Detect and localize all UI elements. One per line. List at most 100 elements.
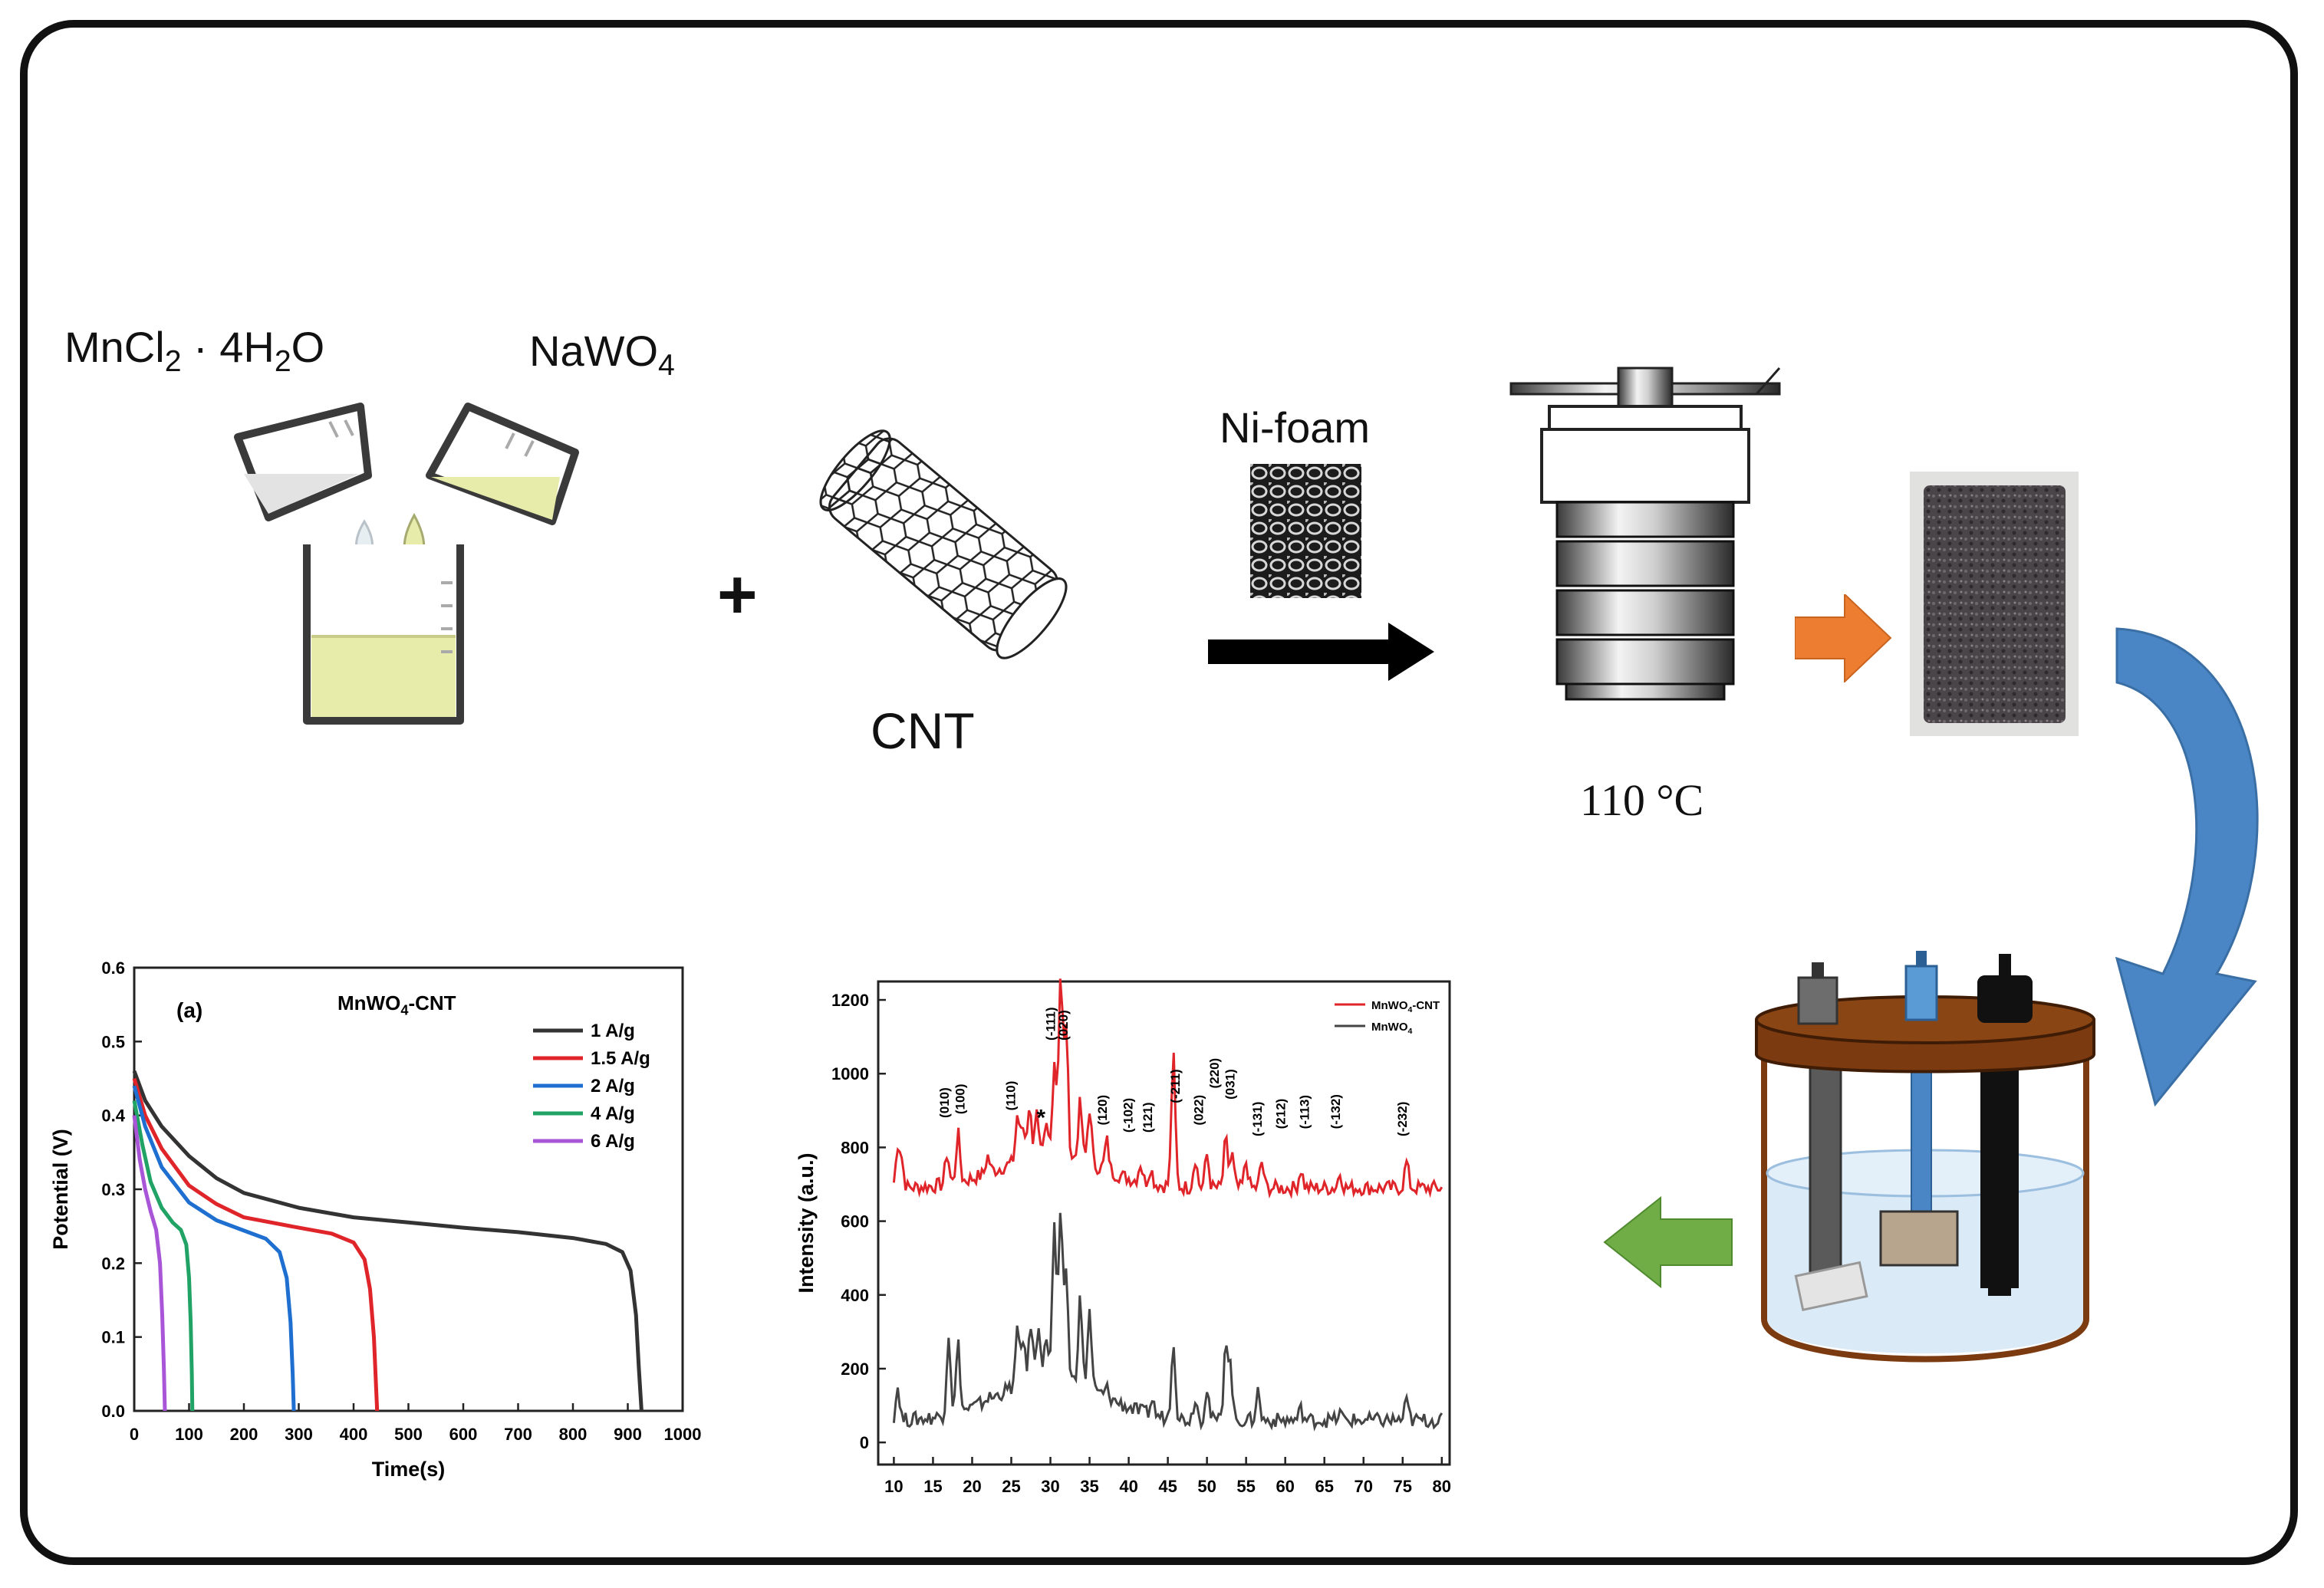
x-tick-label: 60: [1276, 1477, 1294, 1496]
x-tick-label: 10: [884, 1477, 903, 1496]
legend-label: MnWO4-CNT: [1371, 999, 1440, 1014]
beaker-mixing-illustration: [234, 403, 579, 725]
xrd-annotation: (010): [937, 1087, 952, 1118]
series-line-1.5Ag: [132, 1077, 380, 1412]
nawo4-label: NaWO4: [529, 327, 675, 382]
xrd-annotation: (-131): [1250, 1102, 1265, 1136]
y-tick-label: 1000: [831, 1064, 869, 1083]
y-tick-label: 600: [841, 1212, 869, 1231]
xrd-annotation: (110): [1004, 1081, 1019, 1111]
x-tick-label: 15: [923, 1477, 942, 1496]
receiving-beaker: [303, 544, 464, 725]
xrd-annotation: (-113): [1297, 1095, 1312, 1129]
xrd-annotation: (031): [1223, 1069, 1237, 1100]
plus-sign: +: [717, 557, 758, 633]
chart-title: MnWO4-CNT: [337, 991, 456, 1018]
xrd-annotation: (120): [1095, 1095, 1110, 1126]
xrd-annotation: (022): [1192, 1095, 1206, 1126]
y-tick-label: 0.1: [101, 1328, 125, 1347]
x-tick-label: 55: [1236, 1477, 1255, 1496]
x-tick-label: 50: [1197, 1477, 1216, 1496]
green-arrow-left: [1603, 1196, 1733, 1288]
right-pouring-beaker: [426, 403, 579, 525]
cnt-label: CNT: [871, 702, 975, 759]
gcd-discharge-chart: 0 100 200 300 400 500 600 700 800 900 1000 0.0 0.1 0.…: [49, 958, 702, 1481]
y-tick-label: 0.4: [101, 1106, 125, 1126]
x-tick-label: 30: [1041, 1477, 1059, 1496]
series-line-2Ag: [132, 1085, 296, 1412]
xrd-annotation: (-102): [1121, 1098, 1136, 1133]
x-tick-label: 600: [449, 1425, 478, 1444]
legend-label: 4 A/g: [591, 1103, 635, 1124]
x-tick-label: 900: [614, 1425, 642, 1444]
panel-label: (a): [176, 998, 202, 1022]
y-tick-label: 200: [841, 1359, 869, 1379]
y-tick-label: 0.6: [101, 958, 125, 978]
x-tick-label: 800: [559, 1425, 588, 1444]
blue-curved-arrow: [2115, 627, 2259, 1107]
y-tick-label: 0: [860, 1433, 869, 1452]
xrd-annotation: (-211): [1168, 1069, 1183, 1103]
xrd-annotation: (220): [1207, 1058, 1222, 1089]
plot-area: [877, 980, 1451, 1466]
series-line-6Ag: [132, 1115, 167, 1412]
x-tick-label: 65: [1315, 1477, 1333, 1496]
nifoam-swatch: [1250, 464, 1361, 598]
coated-nifoam-sample: [1910, 472, 2079, 736]
y-tick-label: 0.0: [101, 1402, 125, 1421]
x-tick-label: 1000: [664, 1425, 702, 1444]
x-tick-label: 500: [394, 1425, 423, 1444]
xrd-series-1: [892, 1212, 1443, 1432]
orange-arrow-right: [1795, 594, 1892, 682]
legend-label: 6 A/g: [591, 1131, 635, 1152]
autoclave-illustration: [1509, 367, 1781, 701]
legend-label: MnWO4: [1371, 1021, 1412, 1036]
xrd-annotation: (121): [1141, 1102, 1155, 1133]
x-tick-label: 300: [285, 1425, 313, 1444]
x-tick-label: 200: [230, 1425, 258, 1444]
working-electrode-blue: [1879, 951, 1959, 1267]
xrd-annotation: (-111): [1044, 1007, 1058, 1040]
y-tick-label: 0.2: [101, 1254, 125, 1273]
x-tick-label: 35: [1080, 1477, 1098, 1496]
xrd-annotation: (-232): [1395, 1102, 1410, 1136]
legend-label: 2 A/g: [591, 1076, 635, 1096]
xrd-annotation: (212): [1274, 1099, 1289, 1129]
x-tick-label: 700: [504, 1425, 532, 1444]
xrd-annotation: (-132): [1328, 1094, 1343, 1129]
y-axis-label: Potential (V): [49, 1129, 72, 1250]
nifoam-label: Ni-foam: [1220, 403, 1371, 452]
y-tick-label: 400: [841, 1286, 869, 1305]
series-line-1Ag: [132, 1070, 644, 1412]
x-tick-label: 70: [1354, 1477, 1372, 1496]
mncl2-label: MnCl2 · 4H2O: [64, 323, 325, 378]
y-tick-label: 800: [841, 1138, 869, 1157]
x-tick-label: 0: [130, 1425, 139, 1444]
xrd-annotation: *: [1036, 1106, 1045, 1131]
temperature-label: 110 °C: [1580, 775, 1704, 825]
series-line-4Ag: [132, 1100, 195, 1412]
y-tick-label: 1200: [831, 991, 869, 1010]
three-electrode-cell: [1755, 951, 2095, 1363]
x-tick-label: 75: [1394, 1477, 1412, 1496]
x-tick-label: 45: [1158, 1477, 1177, 1496]
x-tick-label: 100: [175, 1425, 203, 1444]
x-tick-label: 80: [1433, 1477, 1451, 1496]
y-axis-label: Intensity (a.u.): [795, 1152, 818, 1293]
xrd-annotation: (020): [1056, 1010, 1071, 1041]
y-tick-label: 0.5: [101, 1032, 125, 1051]
carbon-nanotube-illustration: [819, 429, 1068, 659]
y-tick-label: 0.3: [101, 1180, 125, 1199]
xrd-annotation: (100): [953, 1083, 967, 1114]
xrd-series-0: [892, 978, 1443, 1199]
x-tick-label: 20: [963, 1477, 981, 1496]
legend-label: 1 A/g: [591, 1021, 635, 1041]
x-tick-label: 40: [1119, 1477, 1137, 1496]
x-tick-label: 25: [1002, 1477, 1020, 1496]
process-arrow-right: [1208, 623, 1434, 681]
legend-label: 1.5 A/g: [591, 1048, 650, 1069]
x-axis-label: Time(s): [372, 1458, 446, 1481]
left-pouring-beaker: [234, 403, 372, 521]
x-tick-label: 400: [340, 1425, 368, 1444]
